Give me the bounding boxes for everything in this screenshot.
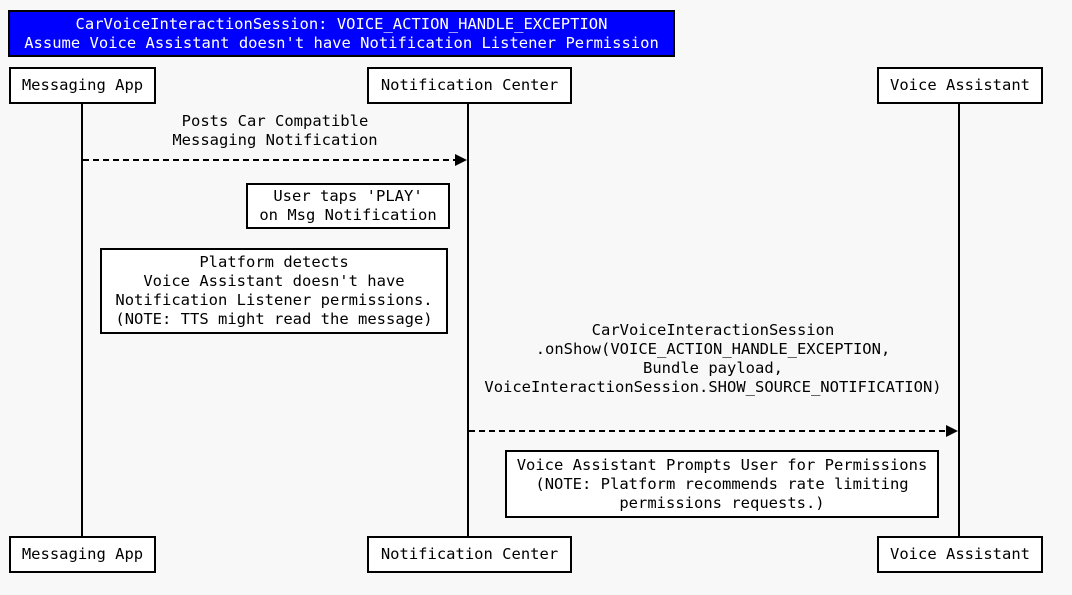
message-2-line-4: VoiceInteractionSession.SHOW_SOURCE_NOTI… [484,378,942,396]
note-line: Voice Assistant doesn't have [143,272,405,290]
title-line-1: CarVoiceInteractionSession: VOICE_ACTION… [75,14,608,33]
actor-label: Notification Center [380,76,559,94]
actor-box-messaging-app-top: Messaging App [9,67,156,104]
note-line: User taps 'PLAY' [273,187,423,205]
message-2-line-3: Bundle payload, [643,359,783,377]
message-1-line-2: Messaging Notification [172,131,378,149]
actor-label: Voice Assistant [890,545,1030,563]
message-2-label: CarVoiceInteractionSession .onShow(VOICE… [467,321,959,397]
message-2-arrowhead-icon [946,425,958,437]
note-user-taps-play: User taps 'PLAY' on Msg Notification [246,183,450,229]
actor-label: Messaging App [21,76,144,94]
message-1-arrow-line [83,159,455,161]
message-1-arrowhead-icon [455,154,467,166]
actor-label: Messaging App [21,545,144,563]
actor-box-notification-center-bottom: Notification Center [367,536,572,573]
note-line: Platform detects [199,253,349,271]
note-line: (NOTE: TTS might read the message) [115,310,433,328]
message-1-line-1: Posts Car Compatible [181,112,369,130]
lifeline-voice-assistant [958,104,960,536]
actor-box-voice-assistant-bottom: Voice Assistant [877,536,1043,573]
actor-box-voice-assistant-top: Voice Assistant [877,67,1043,104]
note-platform-detects: Platform detects Voice Assistant doesn't… [100,248,448,334]
title-line-2: Assume Voice Assistant doesn't have Noti… [24,33,659,52]
actor-label: Notification Center [380,545,559,563]
actor-box-messaging-app-bottom: Messaging App [9,536,156,573]
actor-label: Voice Assistant [890,76,1030,94]
message-1-label: Posts Car Compatible Messaging Notificat… [83,112,467,150]
note-line: (NOTE: Platform recommends rate limiting [535,474,909,493]
note-line: Notification Listener permissions. [115,291,433,309]
message-2-line-1: CarVoiceInteractionSession [591,321,835,339]
lifeline-notification-center [467,104,469,536]
message-2-line-2: .onShow(VOICE_ACTION_HANDLE_EXCEPTION, [535,340,891,358]
message-2-arrow-line [469,430,946,432]
note-line: permissions requests.) [619,493,825,512]
lifeline-messaging-app [81,104,83,536]
note-line: on Msg Notification [259,206,437,224]
note-line: Voice Assistant Prompts User for Permiss… [516,455,928,474]
note-voice-assistant-prompts: Voice Assistant Prompts User for Permiss… [505,450,939,518]
diagram-title-banner: CarVoiceInteractionSession: VOICE_ACTION… [8,10,675,57]
actor-box-notification-center-top: Notification Center [367,67,572,104]
